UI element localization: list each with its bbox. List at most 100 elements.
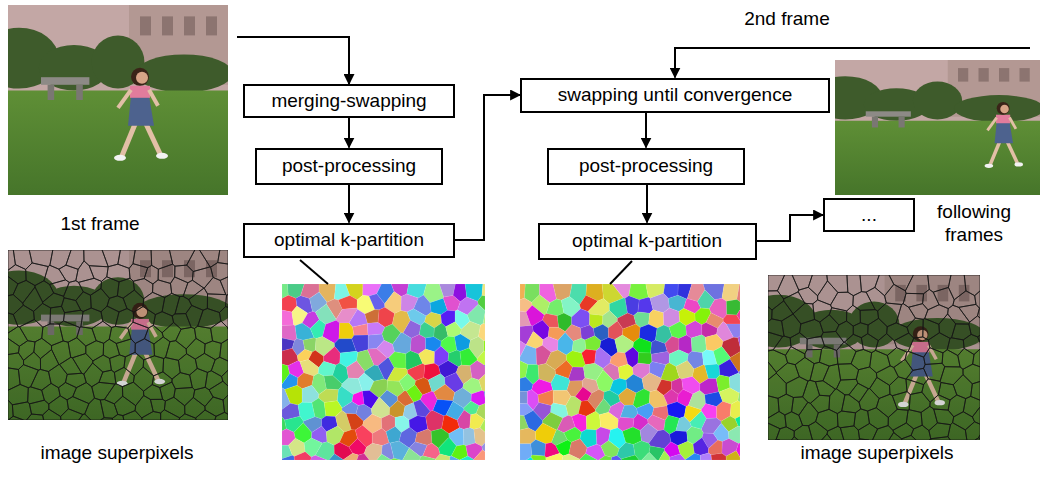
superpixel-boundary [782, 314, 801, 338]
process-box: swapping until convergence [520, 78, 830, 113]
caption-label: 1st frame [60, 213, 139, 236]
partition-cell [450, 456, 460, 460]
partition-cell [372, 428, 389, 445]
partition-cell [393, 333, 412, 354]
partition-cell [735, 416, 740, 427]
window [999, 68, 1009, 82]
superpixel-boundary [859, 439, 869, 440]
superpixel-boundary [952, 324, 972, 340]
partition-cell [329, 454, 344, 460]
partition-cell [659, 451, 670, 460]
partition-cell [365, 310, 379, 324]
superpixel-boundary [219, 307, 228, 328]
superpixel-boundary [116, 339, 135, 357]
partition-cell [434, 384, 455, 401]
superpixel-boundary [930, 395, 950, 410]
superpixel-boundary [8, 265, 26, 284]
partition-cell [737, 310, 740, 321]
superpixel-boundary [133, 250, 152, 268]
superpixel-boundary [193, 387, 213, 406]
superpixel-boundary [112, 414, 123, 420]
superpixel-boundary [204, 341, 221, 360]
superpixel-boundary [110, 355, 126, 373]
superpixel-boundary [8, 338, 19, 354]
superpixel-boundary [924, 363, 945, 381]
box-label: post-processing [282, 155, 416, 177]
superpixel-boundary [925, 305, 949, 325]
superpixel-boundary [162, 322, 181, 341]
leg [122, 122, 136, 156]
superpixel-boundary [953, 412, 975, 430]
superpixel-boundary [101, 277, 119, 299]
partition-cell [435, 454, 450, 460]
superpixel-boundary [226, 295, 228, 308]
superpixel-boundary [813, 300, 832, 322]
partition-cell [708, 440, 722, 455]
superpixel-boundary [175, 265, 193, 283]
superpixel-boundary [92, 382, 115, 400]
box-label: ... [861, 204, 877, 226]
partition-cell [582, 349, 597, 365]
superpixel-boundary [924, 348, 943, 365]
partition-cell [737, 284, 740, 302]
superpixel-boundary [86, 341, 104, 361]
girl-figure [985, 102, 1023, 168]
partition-cell [474, 450, 485, 460]
superpixel-boundary [972, 407, 980, 424]
superpixel-boundary [905, 275, 929, 294]
superpixel-boundary [792, 437, 799, 440]
caption-label: 2nd frame [744, 8, 830, 31]
superpixel-boundary [34, 338, 52, 358]
superpixel-boundary [133, 367, 153, 391]
picnic-table [872, 117, 878, 128]
flow-arrow [348, 185, 350, 223]
leg [990, 140, 1000, 164]
video-frame-photo [835, 60, 1040, 195]
superpixel-boundary [772, 301, 793, 321]
superpixel-boundary [101, 418, 113, 420]
superpixel-boundary [785, 347, 804, 365]
partition-cell [738, 336, 740, 347]
partition-cell [730, 401, 740, 419]
superpixel-boundary [969, 316, 980, 337]
superpixel-boundary [876, 366, 898, 386]
window [206, 16, 217, 35]
superpixel-boundary [809, 422, 828, 440]
superpixel-boundary [160, 382, 176, 401]
arm [149, 90, 158, 106]
partition-cell [457, 410, 471, 429]
partition-cell [726, 451, 740, 460]
superpixel-boundary [868, 408, 889, 429]
superpixel-boundary [776, 427, 794, 440]
superpixel-boundary [948, 275, 966, 300]
superpixel-boundary [13, 305, 34, 327]
superpixel-boundary [215, 412, 228, 420]
partition-cell [531, 439, 546, 456]
superpixel-boundary [885, 284, 906, 304]
superpixel-boundary [922, 379, 941, 402]
partition-cell [642, 452, 657, 460]
superpixel-boundary [890, 377, 907, 396]
leader-line [610, 261, 632, 284]
process-box: ... [823, 198, 915, 232]
superpixel-boundary [196, 410, 216, 420]
superpixel-boundary [194, 326, 212, 344]
superpixel-boundary [768, 332, 783, 351]
partition-cell [700, 453, 711, 460]
partition-cell [711, 453, 726, 460]
window [140, 16, 151, 35]
superpixel-boundary [845, 334, 864, 351]
superpixel-boundary [195, 353, 215, 372]
superpixel-photo [768, 275, 980, 440]
superpixel-boundary [227, 328, 228, 330]
partition-cell [353, 324, 368, 335]
partition-cell [484, 391, 486, 397]
superpixel-boundary [128, 322, 149, 343]
partition-cell [460, 456, 474, 460]
process-box: post-processing [547, 148, 745, 185]
superpixel-boundary [928, 275, 951, 292]
superpixel-boundary [978, 335, 980, 342]
partition-cell [339, 323, 354, 339]
superpixel-boundary [31, 369, 51, 390]
superpixel-boundary [8, 295, 23, 315]
